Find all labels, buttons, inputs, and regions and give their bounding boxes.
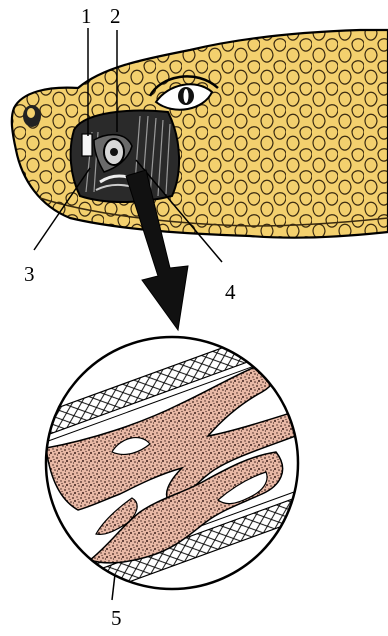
label-4: 4: [225, 282, 236, 303]
label-2: 2: [110, 6, 121, 27]
label-1: 1: [81, 6, 92, 27]
label-3: 3: [24, 264, 35, 285]
snake-head-illustration: [12, 30, 388, 238]
magnifier-circle: [0, 320, 363, 606]
pit-organ-cutaway: [71, 111, 179, 202]
label-5: 5: [111, 608, 122, 629]
